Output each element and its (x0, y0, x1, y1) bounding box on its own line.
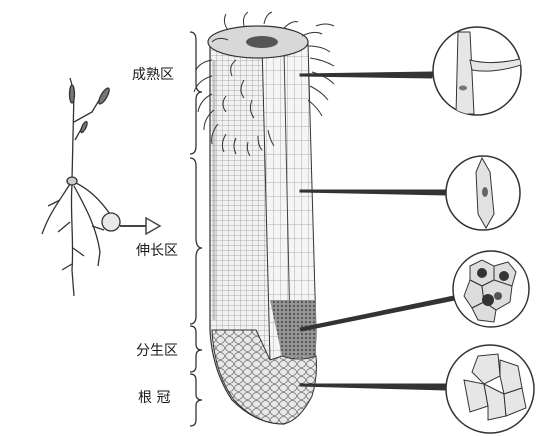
label-maturation-zone: 成熟区 (132, 67, 174, 83)
elongated-cell-detail (446, 156, 520, 230)
meristem-cell-detail (453, 251, 529, 327)
cell-detail-icon (433, 27, 534, 433)
magnifier-arrow-icon (120, 218, 160, 234)
label-root-cap: 根 冠 (138, 390, 170, 406)
label-elongation-zone: 伸长区 (136, 243, 178, 259)
label-meristem-zone: 分生区 (136, 343, 178, 359)
root-tip-body (208, 26, 317, 424)
leader-lines (300, 72, 455, 390)
root-cap-cell-detail (446, 345, 534, 433)
zone-braces (190, 32, 202, 426)
seedling-icon (42, 78, 120, 296)
root-hair-cell-detail (433, 27, 524, 115)
